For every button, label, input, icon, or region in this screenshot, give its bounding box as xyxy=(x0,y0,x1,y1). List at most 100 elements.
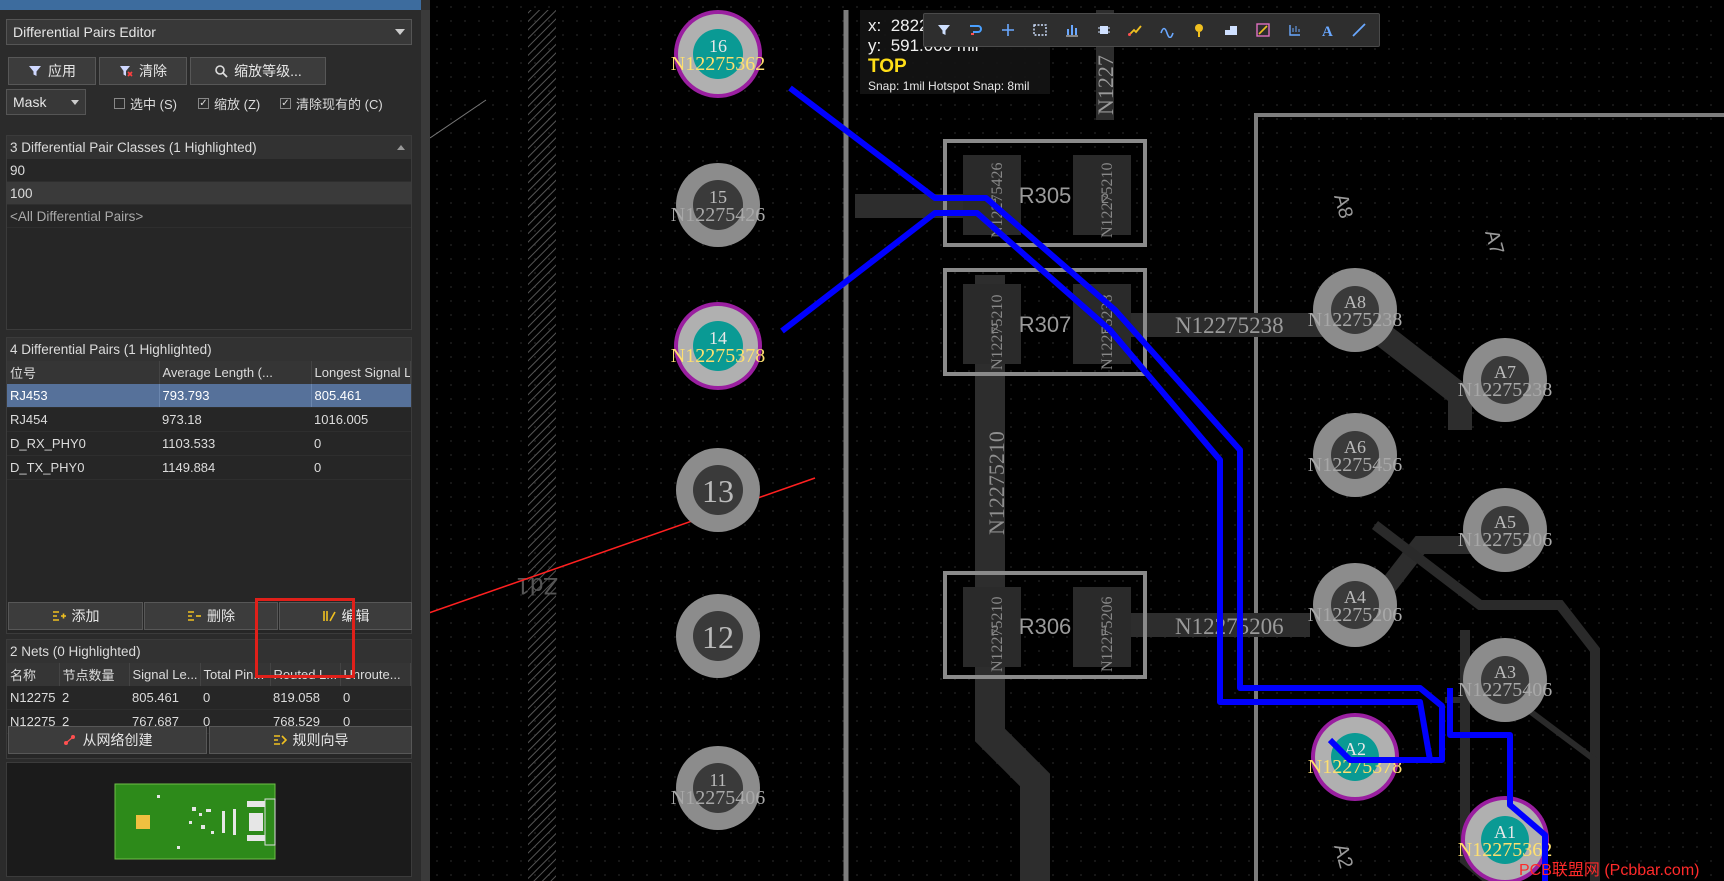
text-icon[interactable]: A xyxy=(1315,18,1339,42)
column-header-total-pin[interactable]: Total Pin... xyxy=(200,663,271,686)
pad-number: 14 xyxy=(709,328,727,348)
class-item-100[interactable]: 100 xyxy=(7,182,411,205)
column-header-node-count[interactable]: 节点数量 xyxy=(59,663,130,686)
table-row[interactable]: RJ453 793.793 805.461 xyxy=(7,384,411,408)
column-header-designator[interactable]: 位号 xyxy=(7,361,160,384)
pad-12[interactable]: 12 xyxy=(676,594,760,678)
checkbox-box-checked[interactable]: ✓ xyxy=(280,97,291,109)
column-header-longest-signal[interactable]: Longest Signal Len... xyxy=(311,361,411,384)
filter-icon[interactable] xyxy=(932,18,956,42)
pin-icon[interactable] xyxy=(1187,18,1211,42)
pad-13[interactable]: 13 xyxy=(676,448,760,532)
table-cell: RJ453 xyxy=(7,384,159,408)
pad-number: 12 xyxy=(702,619,734,655)
checkbox-box-checked[interactable]: ✓ xyxy=(198,97,209,109)
class-item-90[interactable]: 90 xyxy=(7,159,411,182)
column-header-name[interactable]: 名称 xyxy=(7,663,60,686)
column-header-signal-length[interactable]: Signal Le... xyxy=(129,663,201,686)
pad-number: A4 xyxy=(1344,587,1366,607)
collapse-icon[interactable] xyxy=(397,145,405,150)
column-header-average-length[interactable]: Average Length (... xyxy=(159,361,312,384)
table-row[interactable]: D_RX_PHY0 1103.533 0 xyxy=(7,431,411,456)
diff-pair-trace-p-b[interactable] xyxy=(1447,688,1548,881)
pair-classes-section: 3 Differential Pair Classes (1 Highlight… xyxy=(6,135,412,330)
clear-button[interactable]: 清除 xyxy=(99,57,187,85)
add-pair-button[interactable]: 添加 xyxy=(8,602,143,630)
component-r305[interactable]: 1 2 N12275426 N12275210 R305 xyxy=(943,139,1147,247)
add-pair-icon xyxy=(52,611,66,621)
clear-existing-checkbox[interactable]: ✓ 清除现有的 (C) xyxy=(280,94,383,113)
zoom-level-button[interactable]: 缩放等级... xyxy=(190,57,326,85)
pad-net-label: N12275210 xyxy=(989,596,1006,672)
pad-center xyxy=(1481,816,1529,864)
vertical-net-top-label: N1227 xyxy=(1093,55,1118,115)
column-header-routed-length[interactable]: Routed L... xyxy=(270,663,341,686)
chart-icon[interactable] xyxy=(1060,18,1084,42)
class-item-all[interactable]: <All Differential Pairs> xyxy=(7,205,411,228)
region-icon[interactable] xyxy=(1251,18,1275,42)
diff-pair-trace-n[interactable] xyxy=(788,85,1445,763)
pcb-canvas[interactable]: N1227 1 2 N12275426 N12275210 R305 2 1 N… xyxy=(430,0,1724,881)
pad-center xyxy=(1331,431,1379,479)
pad-number: 2 xyxy=(991,622,999,638)
route-icon[interactable] xyxy=(964,18,988,42)
x-label: x: xyxy=(868,16,882,35)
board-minimap[interactable] xyxy=(6,762,412,877)
keepout-hatch xyxy=(528,10,556,881)
trace-net-label: N12275206 xyxy=(1175,614,1284,639)
component-r306[interactable]: 2 1 N12275210 N12275206 R306 xyxy=(943,571,1147,679)
pad-net-label: N12275426 xyxy=(989,162,1006,238)
pad-net-label: N12275206 xyxy=(1458,529,1552,551)
checkbox-box[interactable] xyxy=(114,98,125,109)
pad-net-label: N12275406 xyxy=(671,787,765,809)
rule-wizard-label: 规则向导 xyxy=(292,732,349,748)
apply-button[interactable]: 应用 xyxy=(8,57,96,85)
pad-net-label: N12275238 xyxy=(1458,379,1552,401)
rule-wizard-button[interactable]: 规则向导 xyxy=(209,726,412,754)
create-from-nets-button[interactable]: 从网络创建 xyxy=(8,726,207,754)
column-header-unrouted[interactable]: Unroute... xyxy=(340,663,411,686)
edit-pair-button[interactable]: 编辑 xyxy=(279,602,412,630)
nets-title-text: 2 Nets (0 Highlighted) xyxy=(10,644,141,659)
select-checkbox[interactable]: 选中 (S) xyxy=(114,94,177,113)
component-r307[interactable]: 2 1 N12275210 N12275238 R307 xyxy=(943,268,1147,376)
pcb-view[interactable]: N1227 1 2 N12275426 N12275210 R305 2 1 N… xyxy=(430,0,1724,881)
panel-splitter[interactable] xyxy=(421,0,430,881)
create-from-nets-label: 从网络创建 xyxy=(82,732,153,748)
diff-pairs-section: 4 Differential Pairs (1 Highlighted) 位号 … xyxy=(6,337,412,634)
edit-label: 编辑 xyxy=(341,608,370,624)
dimension-icon[interactable] xyxy=(1283,18,1307,42)
pad-net-label: N12275426 xyxy=(671,204,765,226)
diff-pair-trace-p-a[interactable] xyxy=(780,210,1433,761)
cross-icon[interactable] xyxy=(996,18,1020,42)
select-rect-icon[interactable] xyxy=(1028,18,1052,42)
line-icon[interactable] xyxy=(1347,18,1371,42)
table-row[interactable]: RJ454 973.18 1016.005 xyxy=(7,407,411,432)
panel-mode-select[interactable]: Differential Pairs Editor xyxy=(6,19,412,45)
diff-pair-route-icon[interactable] xyxy=(1155,18,1179,42)
table-row[interactable]: N12275 2 805.461 0 819.058 0 xyxy=(7,686,411,710)
fill-icon[interactable] xyxy=(1219,18,1243,42)
pad-number: A1 xyxy=(1494,822,1516,842)
pad-center xyxy=(693,321,743,371)
zoom-checkbox[interactable]: ✓ 缩放 (Z) xyxy=(198,94,260,113)
pad-number: 2 xyxy=(1101,190,1109,206)
pad-number: 2 xyxy=(991,320,999,336)
interactive-route-icon[interactable] xyxy=(1123,18,1147,42)
pad-center xyxy=(1331,286,1379,334)
mask-mode-select[interactable]: Mask xyxy=(6,89,86,115)
table-row[interactable]: D_TX_PHY0 1149.884 0 xyxy=(7,455,411,480)
chip-icon[interactable] xyxy=(1092,18,1116,42)
trace-net-label: N12275210 xyxy=(984,431,1009,535)
